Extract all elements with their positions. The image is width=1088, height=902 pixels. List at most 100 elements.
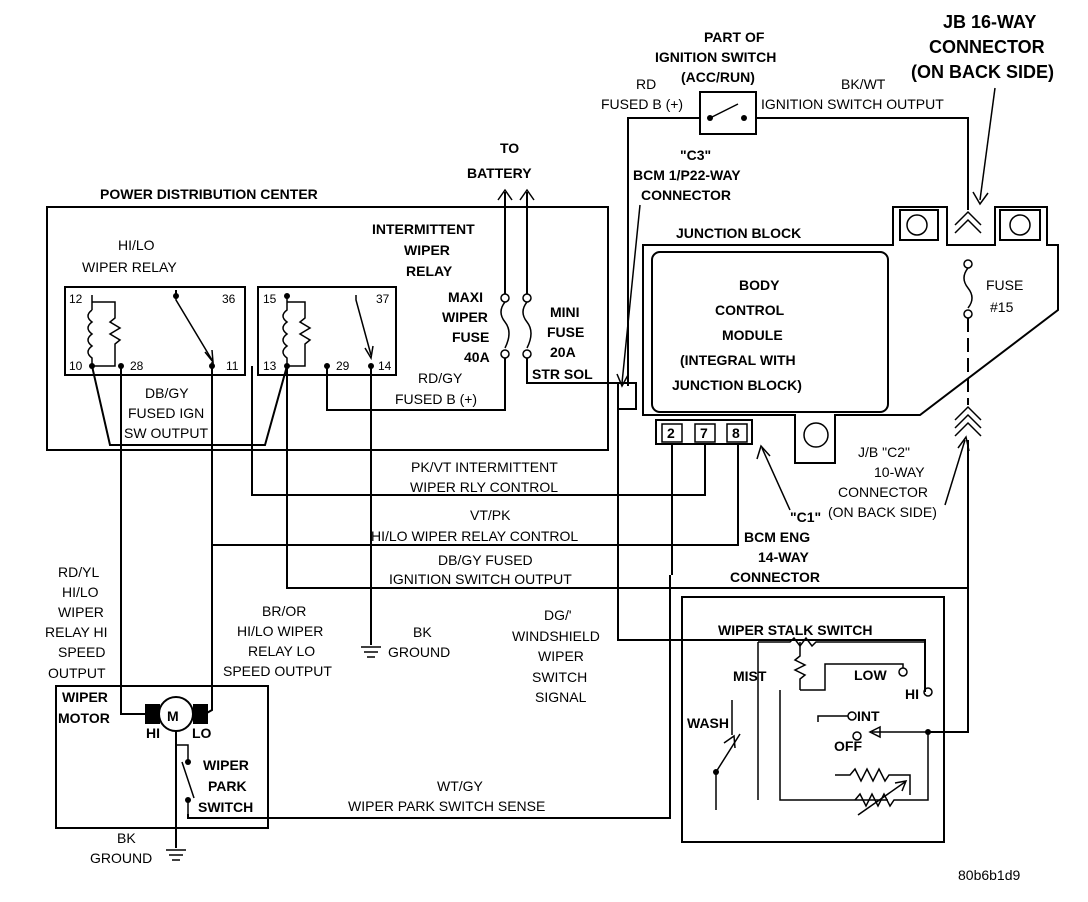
jb16-label-1: JB 16-WAY [943,12,1036,32]
dg-label-5: SIGNAL [535,689,587,705]
c3-arrow-icon [616,373,629,388]
c1-label-1: "C1" [790,509,821,525]
c1-pin-8: 8 [732,425,740,441]
rdyl-label-4: RELAY HI [45,624,108,640]
hilo-coil-icon [87,295,94,366]
mini-fuse-label-3: 20A [550,344,576,360]
jb16-pointer [979,87,996,201]
stalk-hi-label: HI [905,686,919,702]
stalk-int-label: INT [857,708,880,724]
hilo-relay-label-1: HI/LO [118,237,155,253]
battery-arrow-2-icon [519,188,535,201]
c1-pin-7: 7 [700,425,708,441]
motor-lo-label: LO [192,725,212,741]
c1-connector: "C1" BCM ENG 14-WAY CONNECTOR [730,444,821,585]
bk-ground-mid-label-1: BK [413,624,432,640]
ignition-switch: PART OF IGNITION SWITCH (ACC/RUN) RD FUS… [601,29,969,386]
hilo-relay-box [64,286,246,376]
mini-fuse-icon [522,301,532,349]
ignition-output-wire [756,117,969,210]
stalk-variable-arrow [857,781,906,816]
bror-label-3: RELAY LO [248,643,315,659]
c3-label-2: BCM 1/P22-WAY [633,167,741,183]
rdgy-label-2: FUSED B (+) [395,391,477,407]
ign-rd-label: RD [636,76,656,92]
bcm-label-4: (INTEGRAL WITH [680,352,796,368]
wiper-stalk-switch: WIPER STALK SWITCH MIST LOW HI WASH INT … [681,596,945,843]
ign-fused-b-label: FUSED B (+) [601,96,683,112]
c2-label-2: 10-WAY [874,464,925,480]
stalk-low-label: LOW [854,667,887,683]
bror-wire [204,366,213,715]
bror-label-4: SPEED OUTPUT [223,663,332,679]
wash-arrow-icon [723,734,736,749]
motor-label-1: WIPER [62,689,108,705]
c2-connector: J/B "C2" 10-WAY CONNECTOR (ON BACK SIDE) [828,435,970,520]
stalk-wash-label: WASH [687,715,729,731]
int-resistor-icon [287,301,312,367]
battery-label-1: TO [500,140,519,156]
motor-hi-brush [145,704,160,724]
stalk-off-label: OFF [834,738,862,754]
ignition-switch-box [699,91,757,135]
pin-28: 28 [130,359,144,373]
fuse15-label-1: FUSE [986,277,1023,293]
stalk-variable-resistor-icon [854,792,910,808]
ignition-label-2: IGNITION SWITCH [655,49,776,65]
jb-16way-connector: JB 16-WAY CONNECTOR (ON BACK SIDE) [911,12,1054,206]
c1-label-4: CONNECTOR [730,569,820,585]
jb16-chevron-icon [954,210,982,234]
mini-fuse-output-wire [526,358,618,384]
c1-pin-2: 2 [667,425,675,441]
bror-label-2: HI/LO WIPER [237,623,323,639]
c2-pointer [944,439,966,506]
jb-tab-2 [999,209,1041,241]
stalk-mid-rail [779,690,888,801]
int-relay-label-1: INTERMITTENT [372,221,475,237]
hilo-wiper-relay: HI/LO WIPER RELAY 12 36 10 28 11 [64,237,246,376]
park-label-3: SWITCH [198,799,253,815]
jb-mount-hole [803,422,829,448]
jb16-arrow-icon [972,191,989,206]
fuse15-terminal-top [963,259,973,269]
fuse15-icon [963,267,973,309]
rdyl-label-1: RD/YL [58,564,99,580]
ground-bottom-icon [166,849,186,861]
hilo-resistor-icon [92,301,122,367]
pin-12: 12 [69,292,83,306]
bk-ground-mid-label-2: GROUND [388,644,450,660]
pkvt-label-1: PK/VT INTERMITTENT [411,459,558,475]
pin-13: 13 [263,359,277,373]
rdgy-wire [326,358,506,411]
dbgy-label-3: SW OUTPUT [124,425,208,441]
int-relay-label-2: WIPER [404,242,450,258]
wtgy-label-1: WT/GY [437,778,484,794]
pin-36: 36 [222,292,236,306]
bcm-label-5: JUNCTION BLOCK) [672,377,802,393]
rdyl-label-6: OUTPUT [48,665,106,681]
battery-label-2: BATTERY [467,165,532,181]
hilo-relay-label-2: WIPER RELAY [82,259,177,275]
stalk-resistor-vertical-icon [793,642,807,690]
motor-lo-brush [193,704,208,724]
wtgy-label-2: WIPER PARK SWITCH SENSE [348,798,545,814]
mini-fuse-label-2: FUSE [547,324,584,340]
maxi-fuse-label-3: FUSE [452,329,489,345]
maxi-fuse-label-4: 40A [464,349,490,365]
dg-label-2: WINDSHIELD [512,628,600,644]
stalk-mist-label: MIST [733,668,767,684]
str-sol-label: STR SOL [532,366,593,382]
junction-block-title: JUNCTION BLOCK [676,225,801,241]
bror-label-1: BR/OR [262,603,306,619]
bk-ground-bottom-label-2: GROUND [90,850,152,866]
c3-pointer [621,204,641,384]
int-contact-arrow-icon [364,345,374,361]
dg-label-3: WIPER [538,648,584,664]
c1-label-3: 14-WAY [758,549,810,565]
harness-wires: PK/VT INTERMITTENT WIPER RLY CONTROL VT/… [45,290,969,819]
hilo-contact-arrow-icon [204,349,214,365]
stalk-resistor-top-icon [758,636,925,648]
pin-15: 15 [263,292,277,306]
park-label-1: WIPER [203,757,249,773]
